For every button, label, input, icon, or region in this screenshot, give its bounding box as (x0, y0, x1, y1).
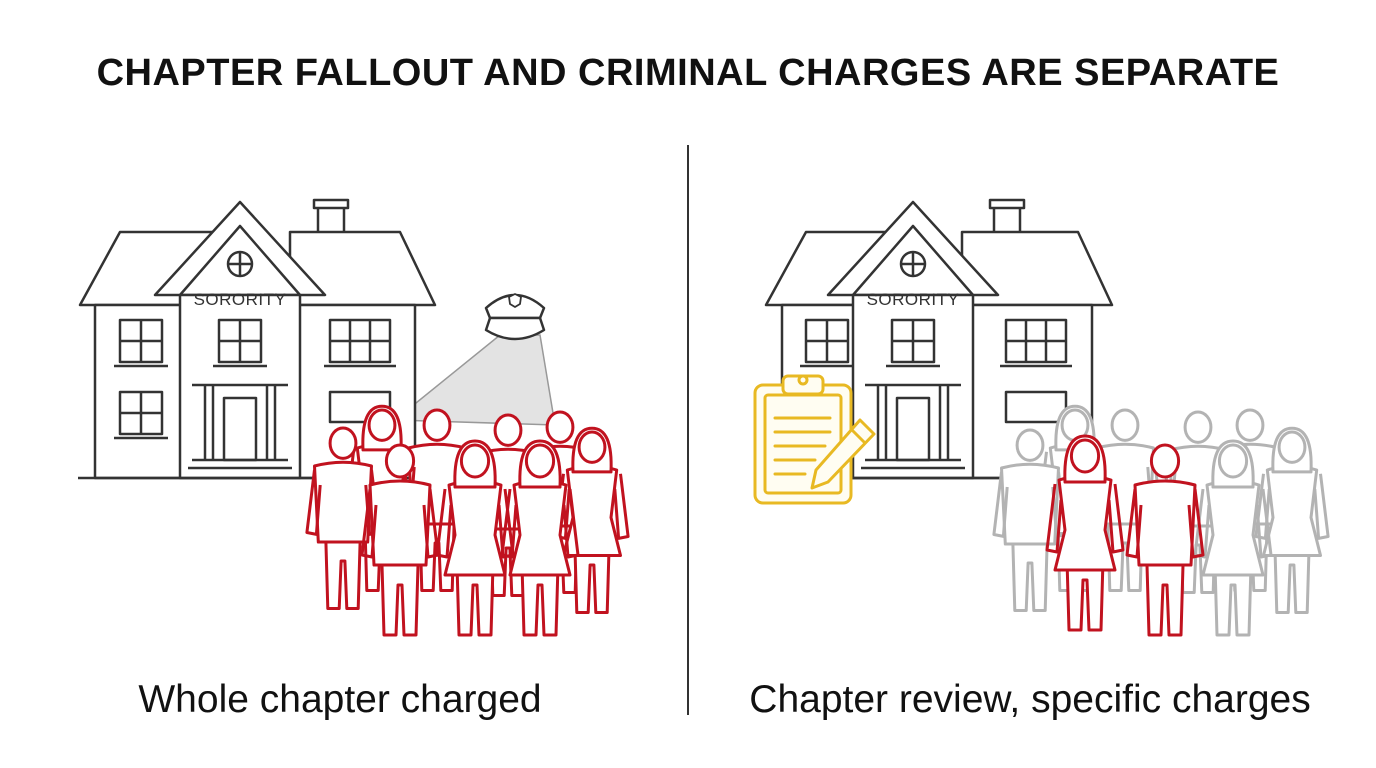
person-figure (360, 443, 440, 637)
house-sign: SORORITY (867, 290, 960, 309)
person-figure (500, 439, 580, 637)
person-figure (1193, 439, 1273, 637)
left-panel: SORORITY (78, 198, 630, 637)
clipboard-pencil-icon (753, 374, 876, 505)
person-figure (1045, 434, 1125, 632)
police-cap-icon (484, 293, 546, 341)
person-figure (305, 426, 381, 610)
house-icon (78, 198, 440, 480)
house-sign: SORORITY (194, 290, 287, 309)
person-figure (992, 428, 1068, 612)
page-title: CHAPTER FALLOUT AND CRIMINAL CHARGES ARE… (96, 52, 1280, 94)
people-group-icon (305, 404, 630, 637)
person-figure (1254, 426, 1330, 614)
person-figure (435, 439, 515, 637)
person-figure (1125, 443, 1205, 637)
people-group-icon (992, 404, 1330, 637)
panel-divider (687, 145, 689, 715)
right-caption: Chapter review, specific charges (749, 678, 1311, 721)
left-caption: Whole chapter charged (138, 678, 542, 721)
